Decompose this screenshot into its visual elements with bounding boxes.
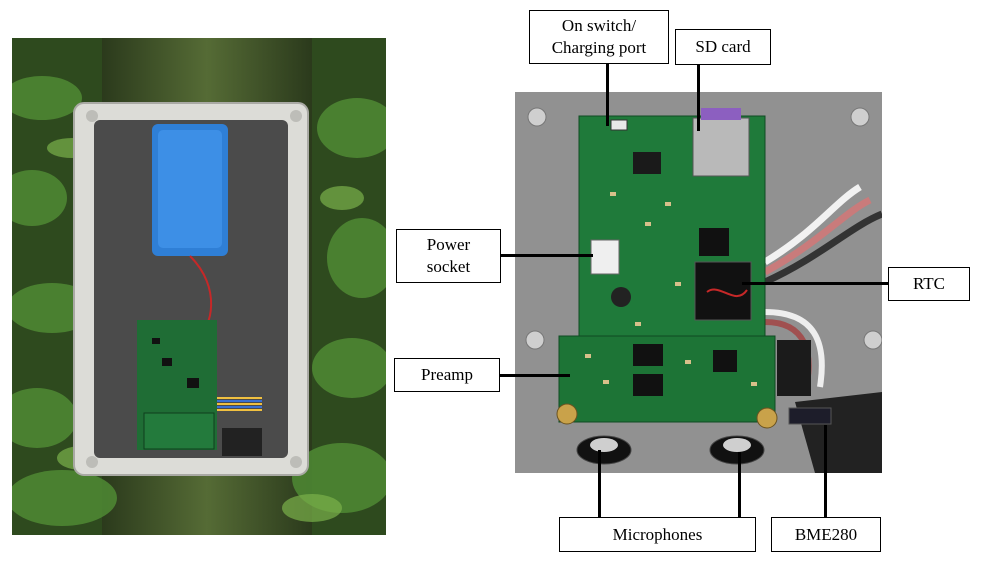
field-photo-illustration: [12, 38, 386, 535]
label-on-switch-text: On switch/ Charging port: [551, 16, 647, 57]
label-preamp-text: Preamp: [421, 365, 473, 384]
label-bme280: BME280: [771, 517, 881, 552]
leader-power-socket: [501, 254, 593, 257]
leader-microphone-right: [738, 452, 741, 517]
label-rtc-text: RTC: [912, 274, 946, 293]
leader-preamp: [500, 374, 570, 377]
label-bme280-text: BME280: [794, 524, 858, 544]
label-on-switch: On switch/ Charging port: [529, 10, 669, 64]
leader-sd-card: [697, 65, 700, 131]
leader-microphone-left: [598, 450, 601, 517]
label-sd-card-text: SD card: [695, 37, 751, 56]
label-power-socket-text: Power socket: [426, 235, 471, 276]
leader-rtc: [742, 282, 888, 285]
label-preamp: Preamp: [394, 358, 500, 392]
pcb-closeup-illustration: [515, 92, 882, 473]
label-sd-card: SD card: [675, 29, 771, 65]
label-microphones-text: Microphones: [612, 524, 703, 544]
leader-on-switch: [606, 64, 609, 126]
label-power-socket: Power socket: [396, 229, 501, 283]
field-photo: [12, 38, 386, 535]
leader-bme280: [824, 425, 827, 517]
label-rtc: RTC: [888, 267, 970, 301]
label-microphones: Microphones: [559, 517, 756, 552]
pcb-closeup-photo: [515, 92, 882, 473]
